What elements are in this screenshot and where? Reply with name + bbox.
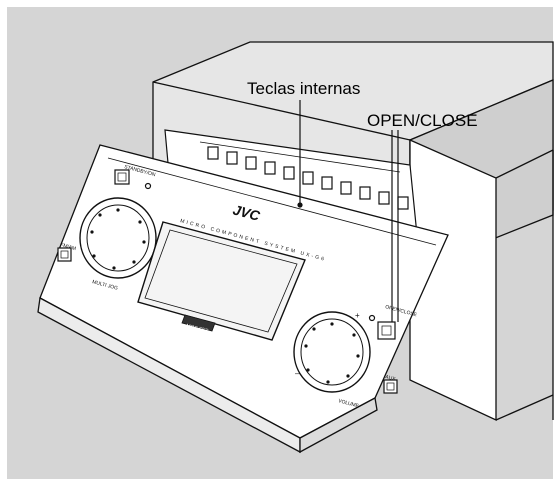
- callout-leaders: [297, 100, 399, 322]
- internal-keys-callout: Teclas internas: [247, 79, 361, 98]
- svg-text:+: +: [355, 311, 360, 320]
- internal-key[interactable]: [359, 186, 371, 200]
- brand-logo: JVC: [231, 201, 262, 224]
- power-indicator: [144, 182, 152, 190]
- internal-key[interactable]: [283, 166, 295, 180]
- internal-key[interactable]: [207, 146, 219, 160]
- internal-key[interactable]: [397, 196, 409, 210]
- internal-key[interactable]: [226, 151, 238, 165]
- svg-text:–: –: [295, 369, 300, 378]
- aux-button[interactable]: [383, 379, 398, 394]
- svg-text:MOS-FET: MOS-FET: [186, 323, 209, 334]
- open-close-indicator: [368, 314, 376, 322]
- standby-on-button[interactable]: [114, 169, 130, 185]
- display-window: [137, 221, 306, 341]
- internal-key[interactable]: [264, 161, 276, 175]
- internal-key[interactable]: [245, 156, 257, 170]
- internal-key[interactable]: [340, 181, 352, 195]
- internal-key[interactable]: [378, 191, 390, 205]
- volume-knob[interactable]: + –: [293, 311, 371, 393]
- open-close-button[interactable]: [377, 321, 396, 340]
- aux-label: AUX: [384, 374, 396, 383]
- internal-key[interactable]: [321, 176, 333, 190]
- fm-am-label: FM/AM: [59, 242, 76, 252]
- open-close-callout: OPEN/CLOSE: [367, 111, 478, 130]
- fm-am-button[interactable]: [57, 247, 72, 262]
- internal-keys: [207, 146, 409, 210]
- display-badge: MOS-FET: [181, 314, 216, 334]
- multi-jog-knob[interactable]: [79, 197, 157, 279]
- volume-label: VOLUME: [337, 398, 360, 409]
- internal-key[interactable]: [302, 171, 314, 185]
